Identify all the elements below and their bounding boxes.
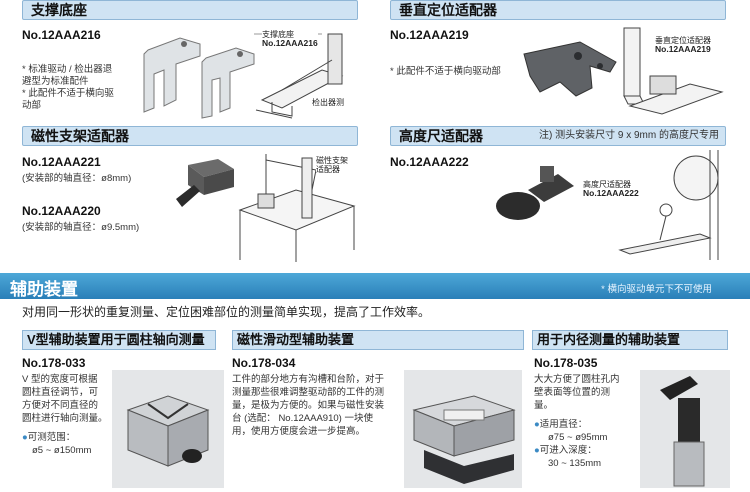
aux-header-inner-diameter: 用于内径测量的辅助装置 <box>532 330 728 350</box>
height-gauge-drawing <box>618 150 719 260</box>
model-number: No.12AAA216 <box>22 28 101 42</box>
section-header-support-base: 支撑底座 <box>22 0 358 20</box>
aux-title: 用于内径测量的辅助装置 <box>537 332 681 347</box>
callout-vertical-adapter: 垂直定位适配器 No.12AAA219 <box>655 36 711 54</box>
section-header-magnetic-adapter: 磁性支架适配器 <box>22 126 358 146</box>
callout-support-base: 支撑底座 No.12AAA216 <box>262 30 318 48</box>
section-header-vertical-adapter: 垂直定位适配器 <box>390 0 726 20</box>
notes: * 标准驱动 / 检出器退 避型为标准配件 * 此配件不适于横向驱 动部 <box>22 64 114 111</box>
aux-model: No.178-033 <box>22 356 86 370</box>
magnetic-slide-image <box>412 395 516 484</box>
section-title: 支撑底座 <box>31 2 87 18</box>
model-number-2: No.12AAA220 <box>22 204 101 218</box>
bullet-icon: ● <box>22 432 28 443</box>
section-title: 垂直定位适配器 <box>399 2 497 18</box>
aux-model: No.178-034 <box>232 356 296 370</box>
callout-detector: 检出器测 <box>312 98 344 107</box>
model-number: No.12AAA222 <box>390 155 469 169</box>
v-block-photo <box>112 370 224 488</box>
bullet-icon: ● <box>534 419 540 430</box>
height-adapter-image <box>496 166 574 220</box>
spec-1: (安装部的轴直径：ø8mm) <box>22 173 132 184</box>
aux-header-v-type: V型辅助装置用于圆柱轴向测量 <box>22 330 216 350</box>
vertical-drive-drawing <box>623 27 724 115</box>
aux-text: 工件的部分地方有沟槽和台阶，对于 测量那些很难调整驱动部的工件的测 量，是极为方… <box>232 374 385 437</box>
aux-text: 大大方便了圆柱孔内 壁表面等位置的测 量。 ●适用直径： ø75 ~ ø95mm… <box>534 374 620 469</box>
aux-model: No.178-035 <box>534 356 598 370</box>
aux-text: V 型的宽度可根据 圆柱直径调节，可 方便对不同直径的 圆柱进行轴向测量。 ●可… <box>22 374 108 456</box>
section-title: 磁性支架适配器 <box>31 128 129 144</box>
model-number: No.12AAA219 <box>390 28 469 42</box>
inner-diameter-photo <box>640 370 730 488</box>
v-block-image <box>126 395 210 467</box>
magnetic-stand-drawing <box>238 154 356 262</box>
banner-note: * 横向驱动单元下不可使用 <box>601 284 712 295</box>
model-number-1: No.12AAA221 <box>22 155 101 169</box>
aux-title: V型辅助装置用于圆柱轴向测量 <box>27 332 205 347</box>
section-header-height-adapter: 高度尺适配器 注) 测头安装尺寸 9 x 9mm 的高度尺专用 <box>390 126 726 146</box>
note: * 此配件不适于横向驱动部 <box>390 66 501 77</box>
drive-unit-drawing <box>254 33 344 119</box>
vertical-adapter-image <box>523 41 617 97</box>
aux-header-magnetic-slide: 磁性滑动型辅助装置 <box>232 330 524 350</box>
callout-height-adapter: 高度尺适配器 No.12AAA222 <box>583 180 639 198</box>
section-title: 高度尺适配器 <box>399 128 483 144</box>
aux-title: 磁性滑动型辅助装置 <box>237 332 355 347</box>
support-base-bracket-image <box>143 37 255 119</box>
inner-diameter-image <box>660 376 705 487</box>
magnetic-slide-photo <box>404 370 522 488</box>
bullet-icon: ● <box>534 445 540 456</box>
magnetic-adapter-image <box>176 159 234 207</box>
aux-description: 对用同一形状的重复测量、定位困难部位的测量简单实现，提高了工作效率。 <box>22 305 431 319</box>
section-note: 注) 测头安装尺寸 9 x 9mm 的高度尺专用 <box>538 130 719 141</box>
callout-magnetic: 磁性支架 适配器 <box>316 156 348 174</box>
aux-banner: 辅助装置 * 横向驱动单元下不可使用 <box>0 273 750 299</box>
spec-2: (安装部的轴直径：ø9.5mm) <box>22 222 140 233</box>
banner-title: 辅助装置 <box>10 280 78 299</box>
